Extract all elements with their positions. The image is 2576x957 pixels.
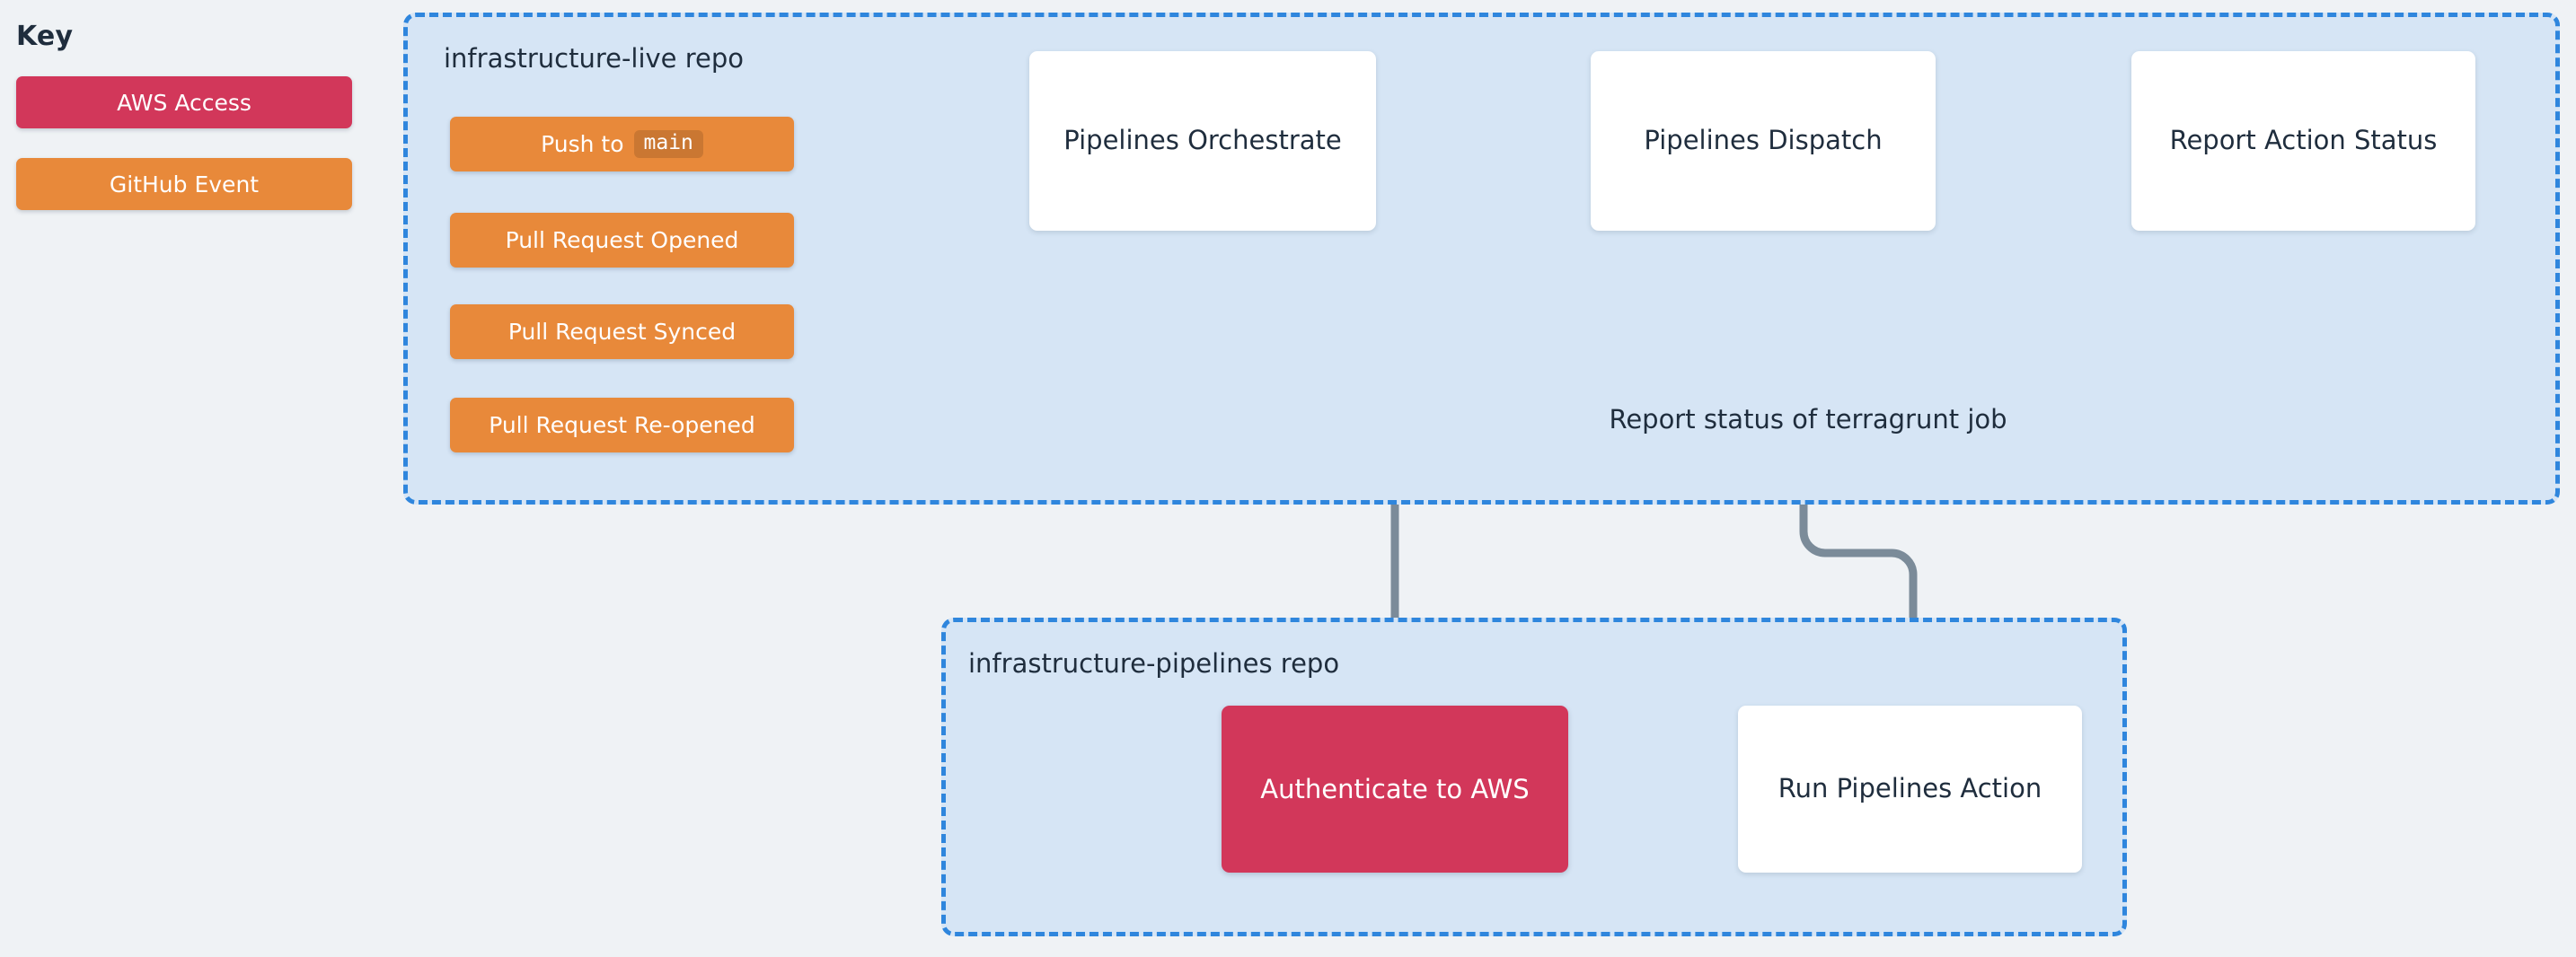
- node-pipelines-dispatch: Pipelines Dispatch: [1591, 51, 1936, 231]
- node-pull-request-reopened: Pull Request Re-opened: [450, 398, 794, 452]
- node-push-to-main-branch: main: [633, 130, 703, 158]
- key-item-aws-access: AWS Access: [16, 76, 352, 128]
- node-pipelines-orchestrate: Pipelines Orchestrate: [1029, 51, 1376, 231]
- node-report-action-status: Report Action Status: [2131, 51, 2475, 231]
- node-authenticate-to-aws: Authenticate to AWS: [1222, 706, 1568, 873]
- key-title: Key: [16, 21, 74, 52]
- node-run-pipelines-action: Run Pipelines Action: [1738, 706, 2082, 873]
- container-label-infrastructure-live-repo: infrastructure-live repo: [444, 43, 745, 74]
- node-pull-request-opened: Pull Request Opened: [450, 213, 794, 268]
- key-item-github-event: GitHub Event: [16, 158, 352, 210]
- node-pull-request-synced: Pull Request Synced: [450, 304, 794, 359]
- node-push-to-main-text: Push to: [541, 131, 624, 157]
- edge-label-report-status-of-terragrunt-job: Report status of terragrunt job: [1609, 404, 2007, 435]
- node-push-to-main: Push to main: [450, 117, 794, 171]
- container-label-infrastructure-pipelines-repo: infrastructure-pipelines repo: [968, 648, 1340, 679]
